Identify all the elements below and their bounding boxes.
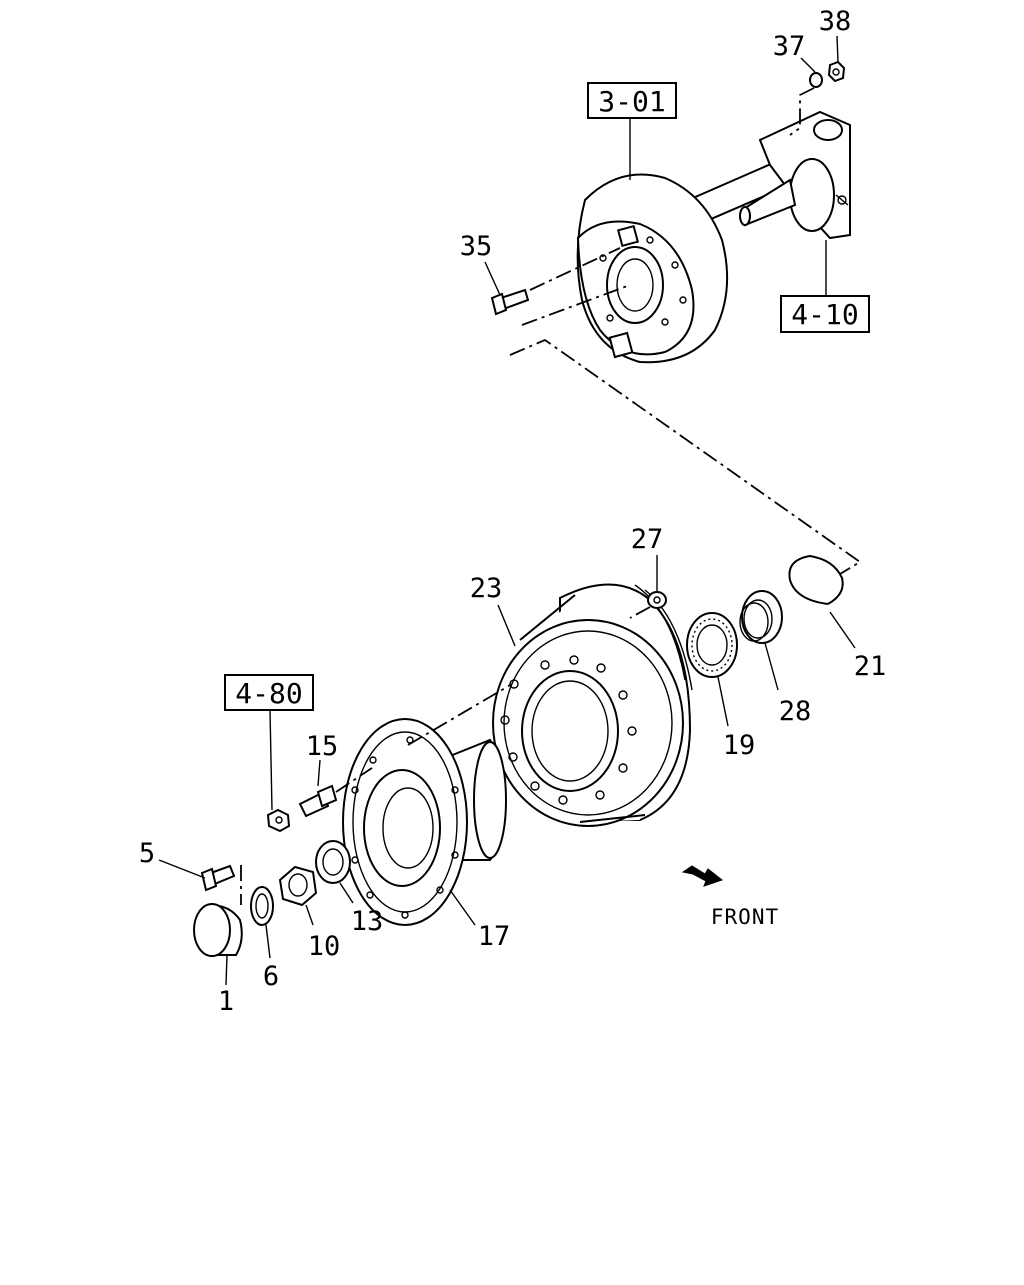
callout-5: 5 bbox=[139, 838, 155, 869]
callout-35: 35 bbox=[460, 231, 493, 262]
front-direction-indicator: FRONT bbox=[681, 865, 779, 929]
front-label: FRONT bbox=[711, 905, 779, 929]
reference-label-4-80: 4-80 bbox=[235, 677, 302, 710]
nut-4-80 bbox=[266, 808, 291, 833]
leader-dash-hub-to-drum bbox=[407, 683, 513, 746]
callout-19: 19 bbox=[723, 730, 756, 761]
reference-label-3-01: 3-01 bbox=[598, 85, 665, 118]
callout-17: 17 bbox=[478, 921, 511, 952]
callout-28: 28 bbox=[779, 696, 812, 727]
washer-37 bbox=[809, 72, 823, 88]
reference-box-3-01[interactable]: 3-01 bbox=[587, 82, 677, 119]
callout-38: 38 bbox=[819, 6, 852, 37]
callout-37: 37 bbox=[773, 31, 806, 62]
hub-17 bbox=[342, 718, 507, 926]
leader-lines bbox=[158, 35, 856, 986]
leader-dash-hub-to-plate bbox=[521, 284, 631, 326]
reference-label-4-10: 4-10 bbox=[791, 298, 858, 331]
callout-21: 21 bbox=[854, 651, 887, 682]
bolt-5 bbox=[200, 864, 236, 892]
callout-13: 13 bbox=[351, 906, 384, 937]
reference-box-4-10[interactable]: 4-10 bbox=[780, 295, 870, 333]
callout-23: 23 bbox=[470, 573, 503, 604]
assembly-dash-line bbox=[509, 338, 862, 575]
seal-28 bbox=[739, 590, 783, 644]
callout-10: 10 bbox=[308, 931, 341, 962]
reference-box-4-80[interactable]: 4-80 bbox=[224, 674, 314, 711]
brake-drum-23 bbox=[492, 583, 693, 827]
snap-ring-21 bbox=[788, 554, 844, 605]
washer-27 bbox=[647, 591, 667, 609]
callout-6: 6 bbox=[263, 961, 279, 992]
bolt-35 bbox=[490, 288, 530, 316]
stud-15 bbox=[298, 784, 338, 818]
hub-cap-1 bbox=[193, 903, 243, 957]
callout-27: 27 bbox=[631, 524, 664, 555]
brake-backing-plate bbox=[576, 173, 729, 364]
bearing-19 bbox=[686, 612, 738, 678]
bearing-13 bbox=[315, 840, 351, 884]
leader-dash-15 bbox=[335, 767, 373, 793]
lock-washer-6 bbox=[250, 886, 274, 926]
leader-dash-27 bbox=[629, 606, 651, 619]
callout-1: 1 bbox=[218, 986, 234, 1017]
axle-knuckle bbox=[582, 110, 851, 269]
nut-38 bbox=[827, 60, 846, 83]
leader-dash-37 bbox=[789, 87, 815, 136]
front-arrow-icon bbox=[681, 865, 724, 887]
callout-15: 15 bbox=[306, 731, 339, 762]
nut-10 bbox=[278, 865, 318, 907]
